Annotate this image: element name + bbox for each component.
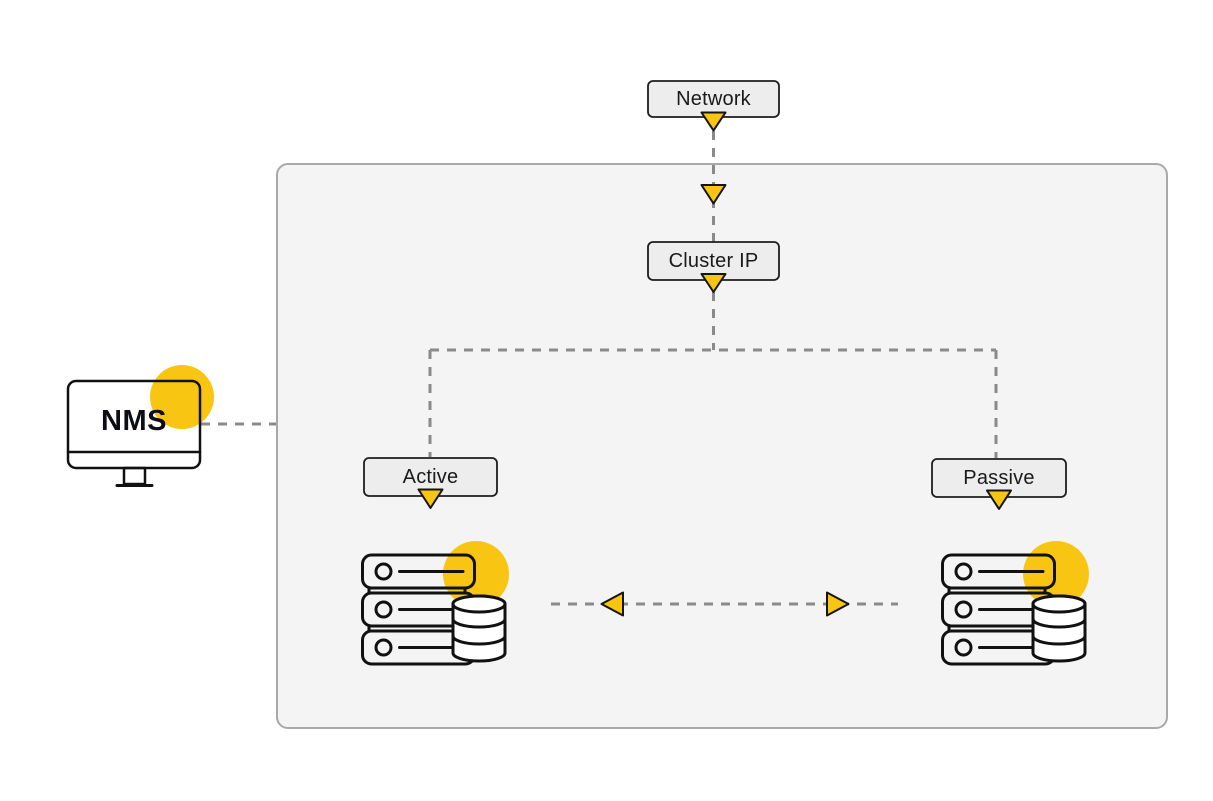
database-top bbox=[451, 594, 507, 614]
arrowhead-passive-icon bbox=[986, 489, 1012, 510]
database-ring bbox=[1031, 634, 1087, 646]
arrowhead-sync-left-icon bbox=[600, 591, 624, 617]
active-server-database-icon bbox=[361, 541, 509, 666]
arrowhead-container-entry-icon bbox=[700, 184, 727, 205]
server-led bbox=[954, 638, 973, 657]
arrowhead-network-icon bbox=[700, 111, 727, 132]
database-ring bbox=[1031, 617, 1087, 629]
monitor-stand bbox=[122, 466, 147, 486]
server-led bbox=[374, 638, 393, 657]
server-led bbox=[374, 600, 393, 619]
server-led bbox=[954, 600, 973, 619]
arrowhead-active-icon bbox=[417, 488, 444, 509]
database-ring bbox=[451, 634, 507, 646]
server-unit bbox=[941, 553, 1056, 590]
database-ring bbox=[451, 617, 507, 629]
server-unit bbox=[361, 553, 476, 590]
arrowhead-sync-right-icon bbox=[826, 591, 850, 617]
nms-accent-circle bbox=[150, 365, 214, 429]
passive-server-database-icon bbox=[941, 541, 1089, 666]
nms-monitor-icon bbox=[66, 365, 214, 487]
server-led bbox=[954, 562, 973, 581]
server-led bbox=[374, 562, 393, 581]
arrowhead-cluster-ip-icon bbox=[700, 273, 727, 293]
database-top bbox=[1031, 594, 1087, 614]
